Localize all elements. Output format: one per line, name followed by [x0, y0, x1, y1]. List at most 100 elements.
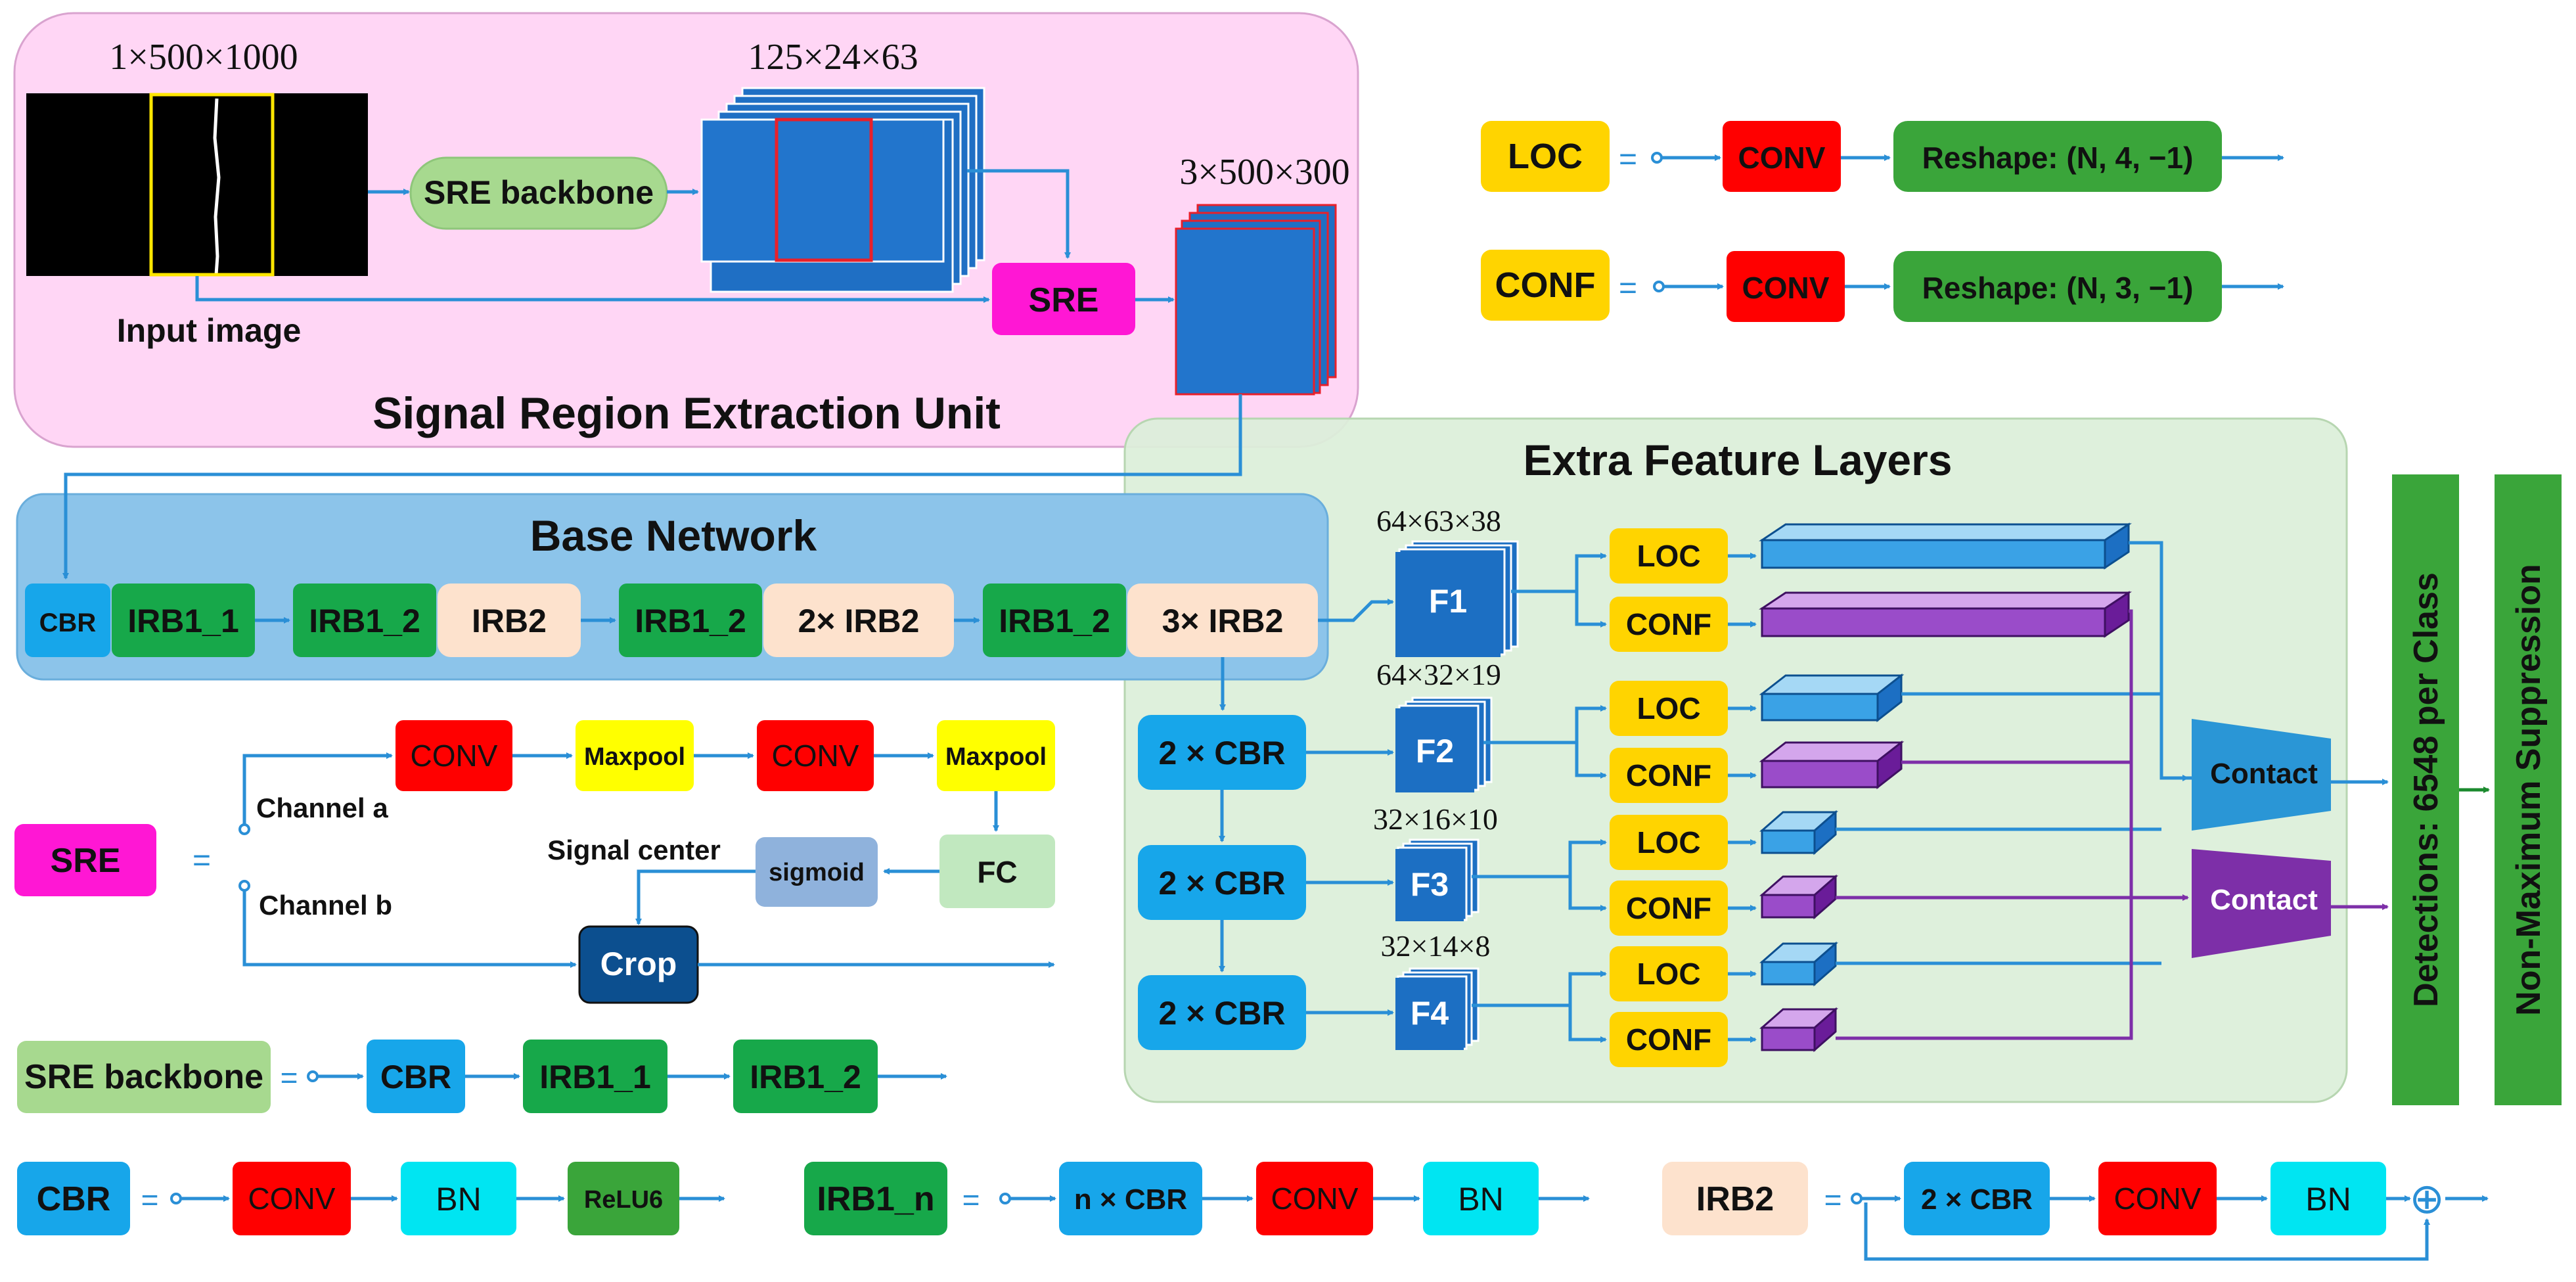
base-block-3: IRB2: [472, 603, 547, 639]
conf-def-label-box: [1481, 250, 1610, 321]
irb1-def-conv: [1256, 1162, 1373, 1235]
base-block-2: IRB1_2: [309, 603, 420, 639]
cbr-def-eq: =: [141, 1183, 159, 1217]
cbr-def-name: CBR: [37, 1180, 111, 1218]
extra-loc-4-label: LOC: [1637, 957, 1700, 991]
sre-def-name: SRE: [51, 842, 121, 880]
sre-def-conv-1-label: CONV: [411, 739, 498, 773]
conf-def-eq: =: [1619, 271, 1637, 306]
extra-cbr-1-label: 2 × CBR: [1158, 735, 1285, 771]
f4-label: F4: [1411, 995, 1449, 1032]
f2-feature-map: [1395, 697, 1493, 792]
irb1-def-block-0: n × CBR: [1074, 1183, 1187, 1216]
base-cbr-block: [25, 584, 110, 657]
irb2-def-block-2: BN: [2305, 1181, 2351, 1218]
f4-feature-map: [1395, 967, 1480, 1050]
extra-layers-title: Extra Feature Layers: [1523, 436, 1952, 484]
contact-loc-block: [2192, 719, 2331, 831]
cbr-def-name-box: [17, 1162, 130, 1235]
base-block-5: 2× IRB2: [798, 603, 920, 639]
sre-backbone-label: SRE backbone: [424, 174, 654, 211]
sre-def-fc: [939, 835, 1055, 908]
base-irb2-block: [438, 584, 581, 657]
backbone-def-irb1-2: [733, 1040, 878, 1113]
sre-def-conv-1: [395, 720, 512, 791]
f3-dim: 32×16×10: [1373, 802, 1498, 836]
extra-loc-3-label: LOC: [1637, 825, 1700, 859]
irb2-def-eq: =: [1824, 1183, 1842, 1217]
loc-def-reshape: [1893, 121, 2222, 192]
sre-def-crop-label: Crop: [600, 946, 677, 982]
extra-loc-1-label: LOC: [1637, 539, 1700, 573]
extra-loc-3: [1610, 815, 1728, 870]
irb2-def-block-0: 2 × CBR: [1921, 1183, 2033, 1216]
loc-def-eq: =: [1619, 142, 1637, 177]
irb2-def-block-1: CONV: [2114, 1181, 2202, 1216]
irb1-def-block-1: CONV: [1271, 1181, 1359, 1216]
extra-loc-4: [1610, 946, 1728, 1001]
cbr-def-bn: [401, 1162, 516, 1235]
irb2-add-icon: ⊕: [2409, 1175, 2445, 1222]
f1-dim: 64×63×38: [1376, 504, 1501, 538]
input-crop-window: [149, 93, 275, 277]
irb2-def-conv: [2098, 1162, 2217, 1235]
base-3x-irb2-block: [1127, 584, 1318, 657]
channel-a-label: Channel a: [256, 792, 388, 823]
sre-def-conv-2: [757, 720, 874, 791]
loc-bar-2: [1759, 673, 1905, 723]
signal-center-label: Signal center: [547, 835, 721, 865]
f3-label: F3: [1411, 866, 1449, 903]
extra-conf-3-label: CONF: [1626, 891, 1711, 925]
backbone-def-block-2: IRB1_2: [750, 1059, 861, 1095]
f4-dim: 32×14×8: [1381, 929, 1491, 963]
loc-bar-3: [1759, 810, 1838, 856]
extra-conf-4-label: CONF: [1626, 1022, 1711, 1057]
extra-conf-4: [1610, 1012, 1728, 1067]
f1-feature-map: [1395, 540, 1519, 657]
contact-loc-label: Contact: [2210, 758, 2318, 790]
feature-dim-label: 125×24×63: [748, 37, 918, 78]
sre-def-fc-label: FC: [977, 855, 1017, 889]
base-block-1: IRB1_1: [127, 603, 239, 639]
extra-conf-1: [1610, 597, 1728, 652]
extra-cbr-1: [1138, 715, 1306, 790]
sre-def-sigmoid: [756, 837, 878, 907]
sre-def-name-box: [14, 824, 156, 896]
backbone-def-cbr: [367, 1040, 465, 1113]
extra-conf-1-label: CONF: [1626, 607, 1711, 641]
backbone-def-name-box: [17, 1041, 271, 1113]
extra-cbr-3: [1138, 975, 1306, 1050]
loc-def-label-box: [1481, 121, 1610, 192]
irb1-def-bn: [1423, 1162, 1539, 1235]
cbr-def-block-0: CONV: [248, 1181, 336, 1216]
detections-block: [2392, 474, 2459, 1105]
conf-def-reshape-label: Reshape: (N, 3, −1): [1922, 271, 2194, 305]
conf-bar-2: [1759, 740, 1905, 790]
sre-output-stack: [1175, 204, 1337, 396]
input-signal-trace: [213, 98, 221, 275]
loc-def-name: LOC: [1508, 137, 1583, 176]
conf-bar-1: [1759, 591, 2132, 638]
sre-block: [992, 263, 1135, 335]
conf-def-name: CONF: [1495, 265, 1596, 305]
extra-loc-1: [1610, 528, 1728, 584]
sre-def-maxpool-1-label: Maxpool: [584, 743, 685, 771]
loc-bar-4: [1759, 941, 1838, 987]
sre-def-maxpool-2-label: Maxpool: [945, 743, 1047, 771]
nms-block: [2495, 474, 2562, 1105]
conf-def-conv-label: CONV: [1742, 271, 1830, 305]
irb2-def-bn: [2271, 1162, 2386, 1235]
extra-loc-2-label: LOC: [1637, 691, 1700, 725]
irb2-def-name-box: [1662, 1162, 1808, 1235]
input-image: [26, 93, 368, 276]
f2-dim: 64×32×19: [1376, 658, 1501, 691]
extra-conf-3: [1610, 881, 1728, 936]
sre-def-sigmoid-label: sigmoid: [769, 859, 865, 886]
irb1-def-name-box: [804, 1162, 947, 1235]
loc-bar-1: [1759, 522, 2132, 570]
base-irb1-2-block-a: [293, 584, 436, 657]
sre-def-maxpool-1: [576, 720, 694, 791]
loc-def-conv: [1723, 121, 1841, 192]
f1-label: F1: [1429, 583, 1467, 620]
sre-def-maxpool-2: [937, 720, 1055, 791]
